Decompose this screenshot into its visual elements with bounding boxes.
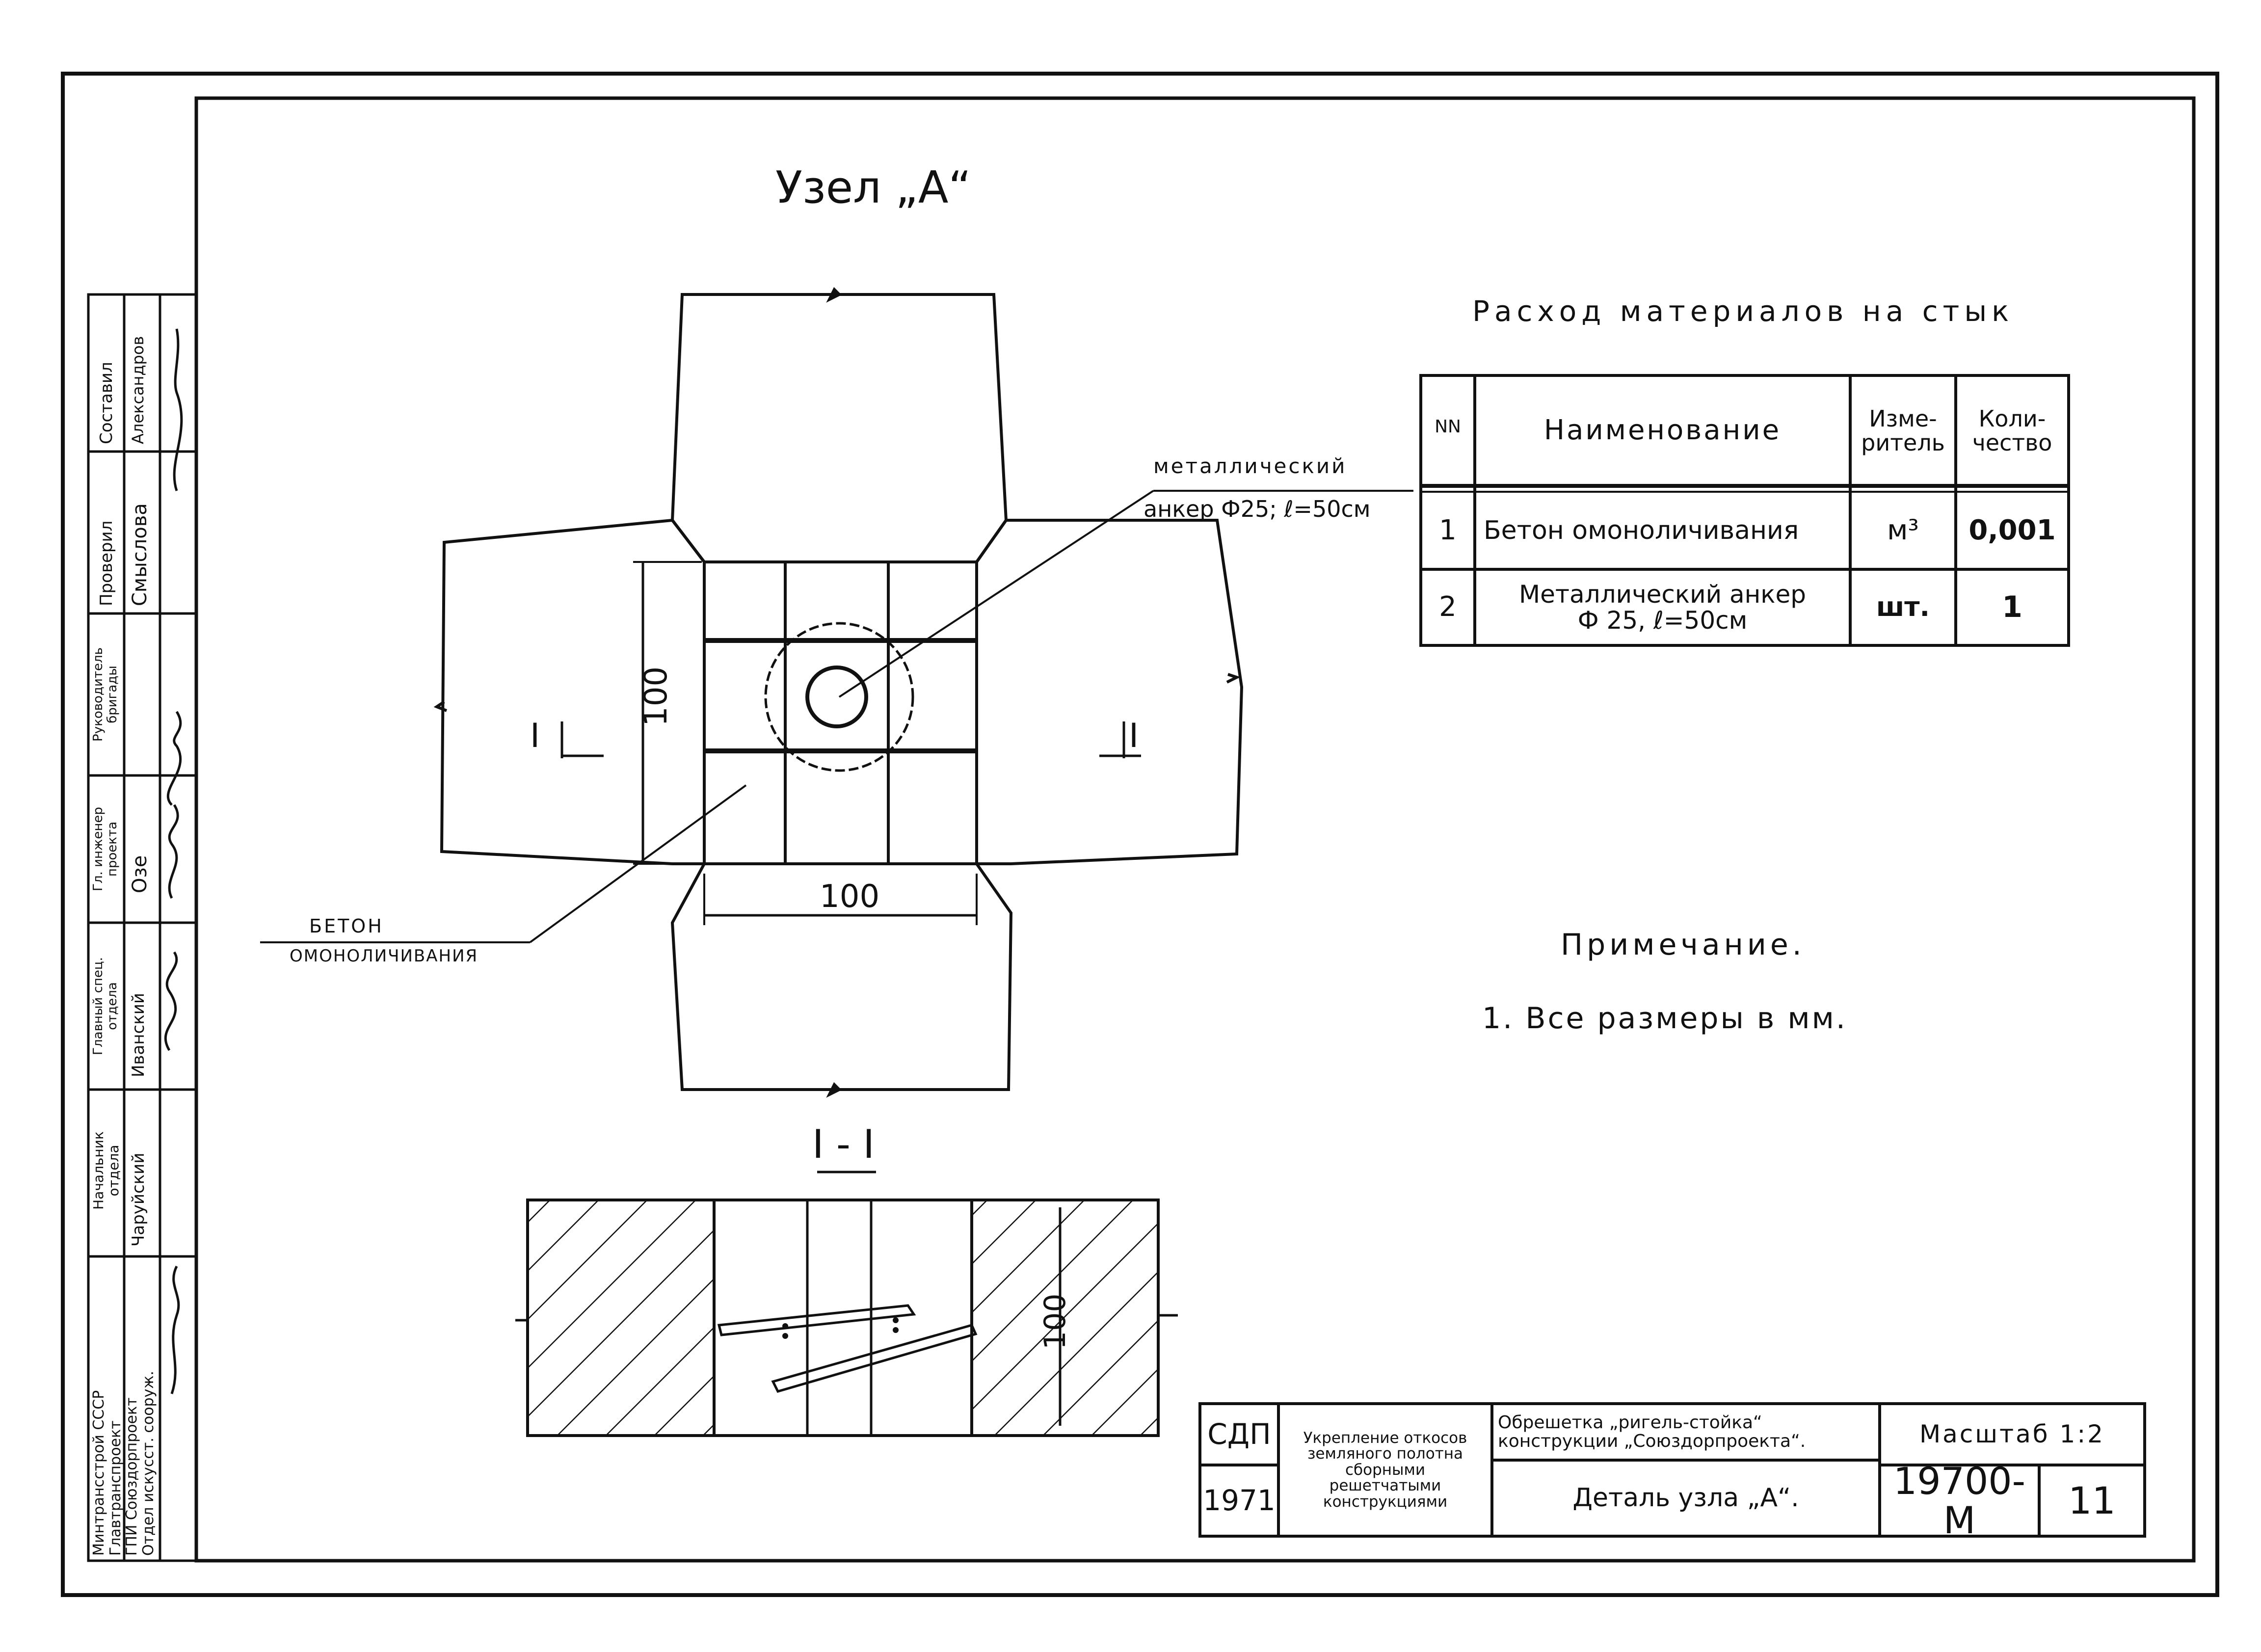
signatures	[164, 328, 183, 1394]
section-marker-right: I	[1129, 717, 1139, 755]
tb-series: Обрешетка „ригель-стойка“ конструкции „С…	[1498, 1412, 1806, 1451]
row-1-qty: 0,001	[1968, 514, 2056, 546]
stamp-grid	[87, 293, 198, 1562]
titleblock-grid	[1198, 1402, 2146, 1538]
callout-anchor-line2: анкер Ф25; ℓ=50см	[1144, 496, 1371, 522]
header-num: NN	[1435, 417, 1461, 437]
section-marker-left: I	[530, 717, 540, 755]
plan-view	[260, 287, 1413, 1098]
stamp-name-2: Иванский	[129, 993, 148, 1077]
row-1-name: Бетон омоноличивания	[1484, 515, 1799, 545]
row-2-num: 2	[1439, 591, 1457, 623]
drawing-title: Узел „А“	[775, 162, 972, 213]
tb-sheet-number: 11	[2068, 1478, 2116, 1522]
outer-frame	[61, 72, 2219, 1597]
dim-section: 100	[1038, 1293, 1072, 1350]
header-qty: Коли- чество	[1972, 405, 2052, 456]
section-title: I - I	[812, 1121, 875, 1167]
tb-sheet-title: Деталь узла „А“.	[1572, 1483, 1799, 1513]
dim-plan-horizontal: 100	[820, 879, 880, 915]
tb-scale: Масштаб 1:2	[1919, 1420, 2105, 1449]
materials-title: Расход материалов на стык	[1472, 294, 2014, 328]
tb-subject: Укрепление откосов земляного полотна сбо…	[1303, 1429, 1467, 1511]
header-unit: Изме- ритель	[1861, 405, 1945, 456]
section-view	[515, 1171, 1178, 1437]
tb-doc-number: 19700-М	[1893, 1459, 2026, 1542]
stamp-role-2: Главный спец. отдела	[91, 957, 120, 1055]
stamp-name-6: Александров	[129, 336, 147, 444]
row-1-num: 1	[1439, 514, 1457, 546]
row-2-qty: 1	[2002, 590, 2022, 624]
row-2-unit: шт.	[1876, 591, 1930, 623]
stamp-org: Минтрансстрой СССР Главтранспроект ГПИ С…	[90, 1371, 157, 1556]
note-text: 1. Все размеры в мм.	[1482, 1001, 1847, 1036]
stamp-name-1: Чаруйский	[129, 1152, 148, 1247]
row-2-name: Металлический анкер Ф 25, ℓ=50см	[1519, 580, 1806, 635]
row-1-unit: м³	[1887, 514, 1919, 546]
callout-anchor-line1: металлический	[1153, 454, 1347, 478]
note-title: Примечание.	[1561, 928, 1806, 962]
stamp-name-3: Озе	[129, 855, 151, 893]
materials-table-grid	[1419, 374, 2070, 647]
dim-plan-vertical: 100	[638, 666, 674, 726]
stamp-role-6: Составил	[97, 362, 116, 444]
stamp-role-4: Руководитель бригады	[91, 647, 120, 742]
stamp-role-5: Проверил	[97, 520, 116, 606]
header-name: Наименование	[1543, 414, 1782, 447]
callout-concrete-line2: ОМОНОЛИЧИВАНИЯ	[290, 946, 479, 966]
stamp-role-1: Начальник отдела	[90, 1131, 122, 1210]
callout-concrete-line1: БЕТОН	[309, 915, 384, 937]
tb-code: СДП	[1207, 1417, 1271, 1451]
stamp-role-3: Гл. инженер проекта	[91, 807, 120, 891]
stamp-name-5: Смыслова	[129, 503, 151, 606]
tb-year: 1971	[1203, 1484, 1276, 1518]
